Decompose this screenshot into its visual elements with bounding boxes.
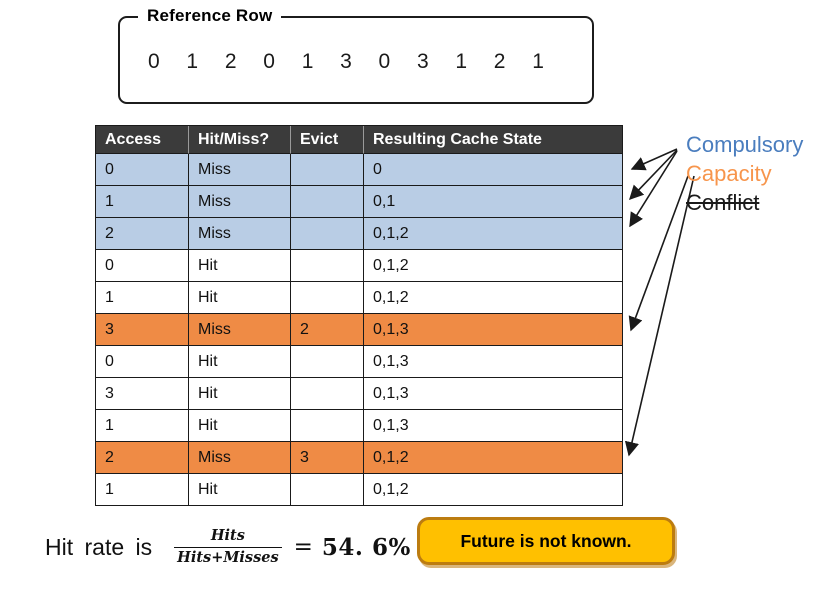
table-row: 3 Miss 2 0,1,3 [96,314,623,346]
cell-access: 2 [96,218,189,250]
cell-state: 0,1,3 [364,346,623,378]
reference-value: 0 [378,50,391,73]
fraction-denominator: Hits+Misses [174,546,282,567]
cell-hit-miss: Hit [189,474,291,506]
cell-hit-miss: Miss [189,218,291,250]
cell-state: 0,1 [364,186,623,218]
reference-row-box: Reference Row 0 1 2 0 1 3 0 3 1 2 1 [118,6,594,104]
cell-state: 0,1,2 [364,474,623,506]
cell-state: 0,1,3 [364,314,623,346]
cell-evict [291,154,364,186]
future-note-callout: Future is not known. [417,517,675,565]
reference-row-label: Reference Row [138,6,282,26]
cell-hit-miss: Miss [189,314,291,346]
hit-rate-value: 54. 6% [321,533,411,561]
reference-value: 1 [186,50,199,73]
cell-state: 0,1,2 [364,250,623,282]
cell-state: 0,1,2 [364,442,623,474]
future-note-text: Future is not known. [460,530,632,551]
table-row: 0 Hit 0,1,2 [96,250,623,282]
cell-access: 1 [96,282,189,314]
table-row: 1 Hit 0,1,2 [96,474,623,506]
label-conflict: Conflict [686,190,760,215]
label-capacity: Capacity [686,161,772,186]
cell-access: 3 [96,314,189,346]
cell-evict [291,474,364,506]
cell-evict [291,250,364,282]
cell-evict [291,410,364,442]
cell-access: 0 [96,154,189,186]
cell-evict [291,378,364,410]
cell-state: 0,1,2 [364,218,623,250]
cell-state: 0,1,3 [364,410,623,442]
reference-value: 2 [224,50,237,73]
table-row: 1 Miss 0,1 [96,186,623,218]
fraction-numerator: Hits [210,527,245,545]
reference-value: 1 [455,50,468,73]
cell-hit-miss: Miss [189,442,291,474]
cell-evict: 2 [291,314,364,346]
cell-access: 2 [96,442,189,474]
hit-rate-formula: Hit rate is Hits Hits+Misses = 54. 6% [45,521,411,573]
cell-evict [291,346,364,378]
hit-rate-prefix: Hit rate is [45,533,153,560]
table-row: 2 Miss 0,1,2 [96,218,623,250]
cell-access: 1 [96,186,189,218]
cell-hit-miss: Hit [189,282,291,314]
reference-value: 0 [263,50,275,73]
capacity-arrows [624,175,695,457]
cell-state: 0,1,2 [364,282,623,314]
table-row: 3 Hit 0,1,3 [96,378,623,410]
cell-evict [291,282,364,314]
compulsory-arrows [629,148,678,228]
reference-row-values: 0 1 2 0 1 3 0 3 1 2 1 [148,50,544,74]
reference-value: 3 [340,50,352,73]
cell-state: 0 [364,154,623,186]
cache-state-table: Access Hit/Miss? Evict Resulting Cache S… [95,125,623,506]
cell-access: 1 [96,474,189,506]
label-compulsory: Compulsory [686,132,804,157]
cell-state: 0,1,3 [364,378,623,410]
cell-access: 3 [96,378,189,410]
table-row: 0 Miss 0 [96,154,623,186]
cell-hit-miss: Hit [189,378,291,410]
cell-access: 1 [96,410,189,442]
reference-value: 0 [148,50,160,73]
cell-hit-miss: Hit [189,250,291,282]
cell-hit-miss: Miss [189,186,291,218]
cell-hit-miss: Miss [189,154,291,186]
cell-hit-miss: Hit [189,410,291,442]
table-row: 1 Hit 0,1,2 [96,282,623,314]
hit-rate-fraction: Hits Hits+Misses [174,527,282,566]
cell-access: 0 [96,250,189,282]
reference-value: 2 [493,50,506,73]
table-row: 0 Hit 0,1,3 [96,346,623,378]
cell-evict: 3 [291,442,364,474]
col-header-access: Access [96,126,189,154]
cell-hit-miss: Hit [189,346,291,378]
col-header-evict: Evict [291,126,364,154]
table-header-row: Access Hit/Miss? Evict Resulting Cache S… [96,126,623,154]
reference-value: 1 [532,50,544,73]
col-header-hit-miss: Hit/Miss? [189,126,291,154]
col-header-state: Resulting Cache State [364,126,623,154]
cell-evict [291,186,364,218]
equals-sign: = [293,534,313,560]
cell-evict [291,218,364,250]
table-row: 1 Hit 0,1,3 [96,410,623,442]
cell-access: 0 [96,346,189,378]
reference-value: 3 [416,50,429,73]
table-row: 2 Miss 3 0,1,2 [96,442,623,474]
reference-value: 1 [301,50,314,73]
